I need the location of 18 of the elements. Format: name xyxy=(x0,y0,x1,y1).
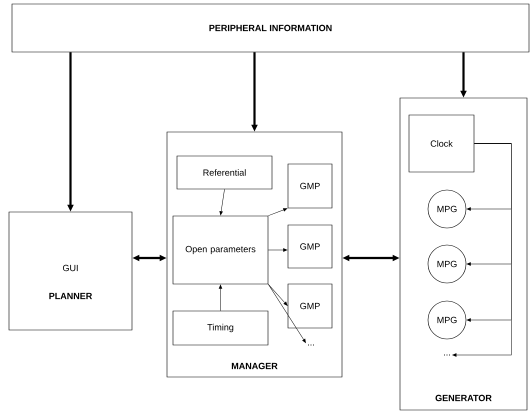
arrow xyxy=(452,143,512,357)
process-box: Timing xyxy=(172,310,268,346)
planner-box: GUI PLANNER xyxy=(8,212,132,330)
arrow xyxy=(268,284,288,306)
process-box: Referential xyxy=(176,156,272,190)
process-box: GMP xyxy=(288,284,332,328)
arrow xyxy=(268,284,306,343)
process-box: GMP xyxy=(288,224,332,268)
ellipsis-text: ... xyxy=(308,344,314,346)
ellipsis-text: ... xyxy=(444,354,450,356)
process-box: GMP xyxy=(288,164,332,208)
arrow xyxy=(218,284,222,311)
process-box: Open parameters xyxy=(172,216,268,284)
clock-box: Clock xyxy=(408,114,474,172)
arrow xyxy=(268,248,288,252)
header-box: PERIPHERAL INFORMATION xyxy=(12,4,530,52)
arrow xyxy=(219,189,225,216)
arrow xyxy=(268,208,288,216)
